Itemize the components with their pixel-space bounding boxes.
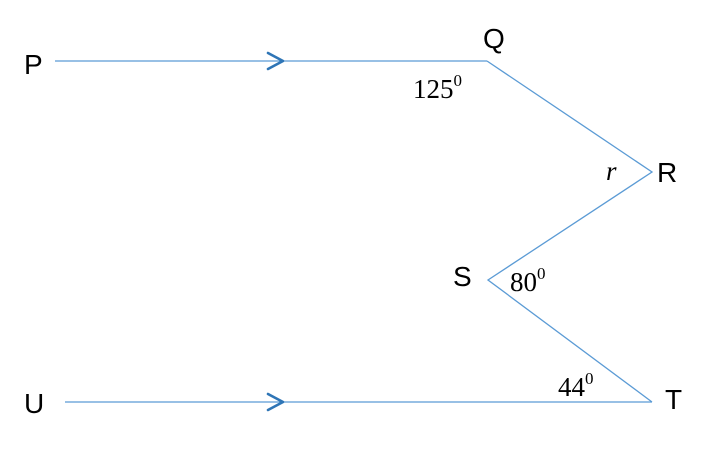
point-label-t: T <box>665 384 682 415</box>
point-label-q: Q <box>483 23 505 54</box>
point-label-r: R <box>657 157 677 188</box>
angle-label-q: 1250 <box>413 71 462 104</box>
parallel-arrow-pq <box>266 51 285 71</box>
parallel-arrow-ut <box>266 392 285 412</box>
angle-label-s: 800 <box>510 264 546 297</box>
angle-label-r: r <box>606 156 617 186</box>
point-label-u: U <box>24 388 44 419</box>
point-label-p: P <box>24 49 43 80</box>
point-label-s: S <box>453 261 472 292</box>
angle-label-t: 440 <box>558 369 594 402</box>
zigzag-qrst <box>486 60 654 403</box>
